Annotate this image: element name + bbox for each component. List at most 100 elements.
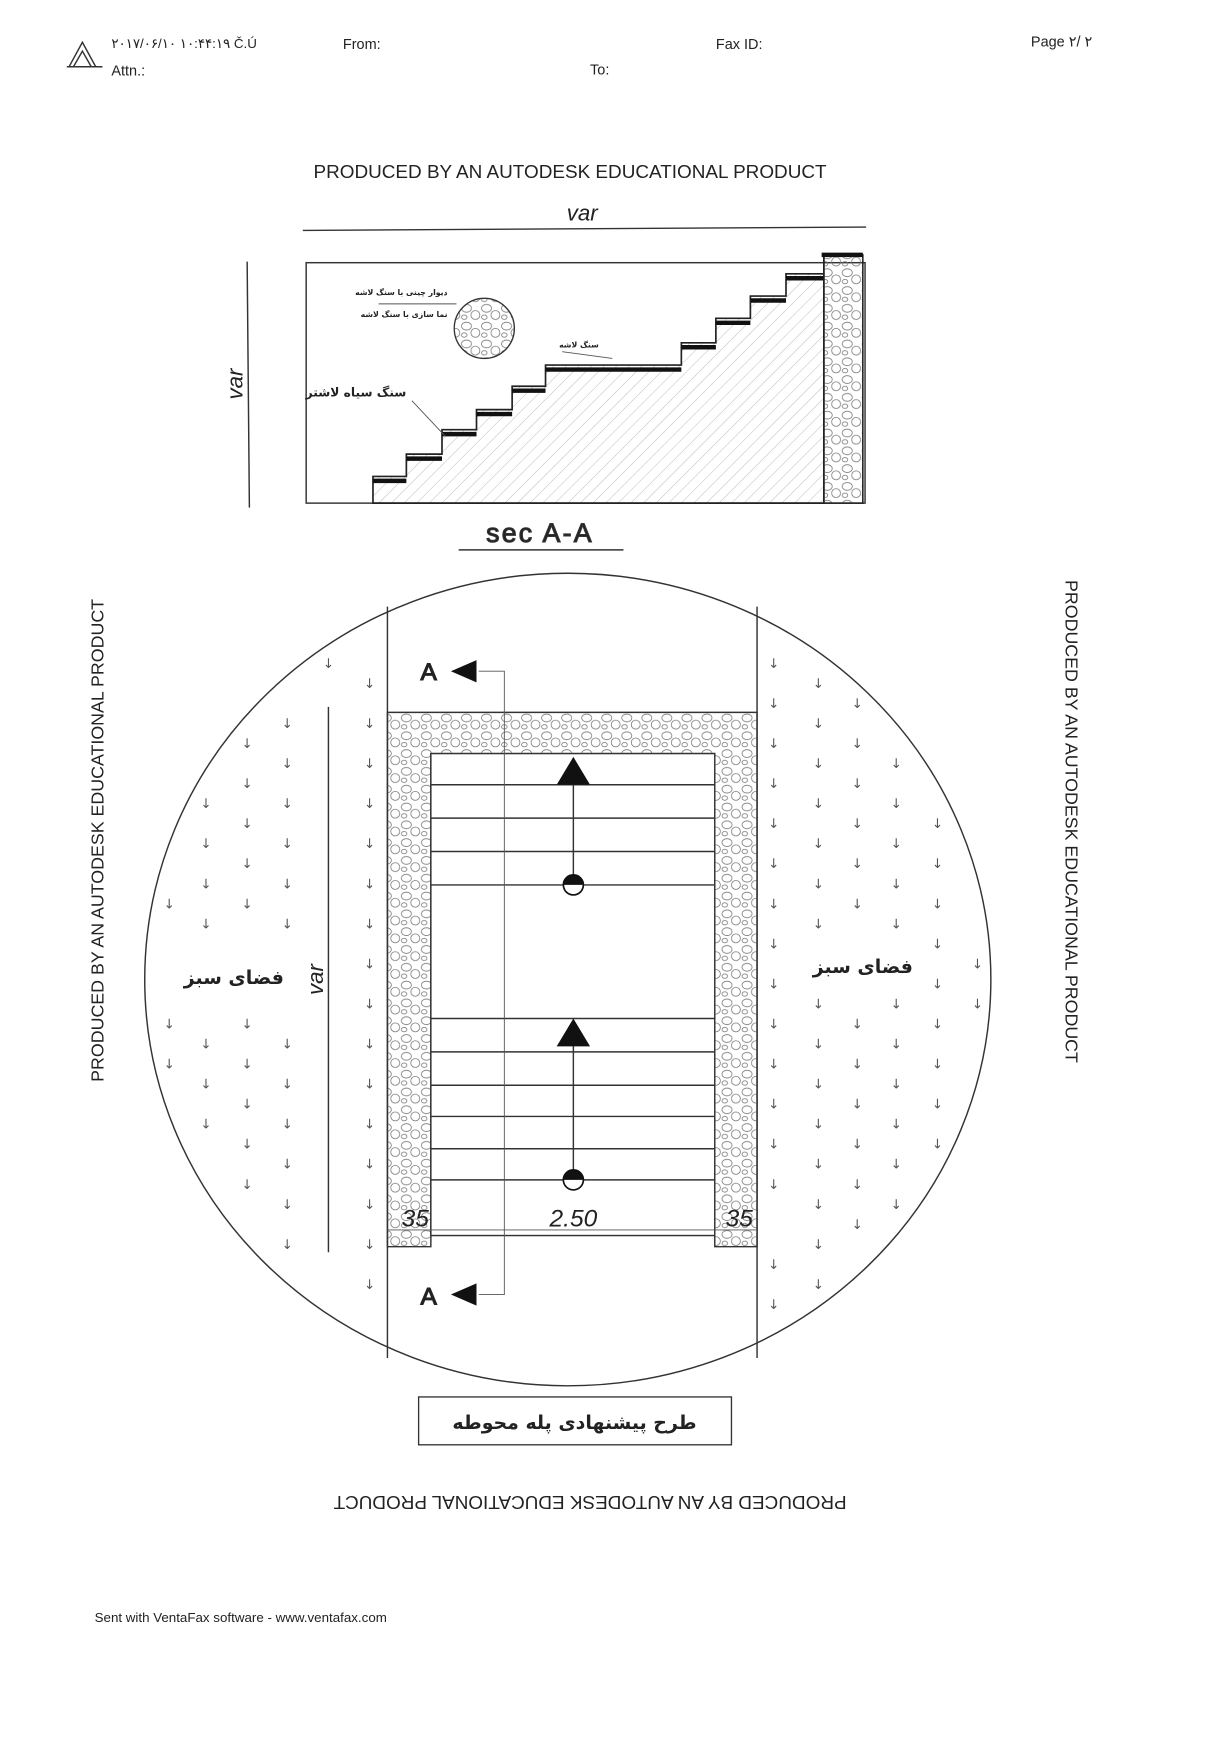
- grass-icon: ↓: [364, 1078, 375, 1093]
- grass-icon: ↓: [242, 897, 253, 912]
- grass-icon: ↓: [364, 1198, 375, 1213]
- label-wall: دیوار چینی با سنگ لاشه: [355, 287, 447, 297]
- grass-icon: ↓: [768, 1098, 779, 1113]
- grass-icon: ↓: [282, 797, 293, 812]
- section-title: sec A-A: [486, 518, 594, 548]
- grass-icon: ↓: [891, 1118, 902, 1133]
- grass-icon: ↓: [364, 677, 375, 692]
- grass-icon: ↓: [200, 877, 211, 892]
- grass-icon: ↓: [891, 1078, 902, 1093]
- fax-logo-icon: [66, 40, 103, 68]
- grass-icon: ↓: [768, 1258, 779, 1273]
- dim-left: 35: [402, 1206, 430, 1233]
- dim-right: 35: [726, 1206, 754, 1233]
- grass-icon: ↓: [813, 1078, 824, 1093]
- grass-icon: ↓: [364, 797, 375, 812]
- footer-sent-with: Sent with VentaFax software - www.ventaf…: [95, 1610, 387, 1625]
- section-marker-bottom: A: [420, 1284, 437, 1311]
- grass-icon: ↓: [813, 997, 824, 1012]
- grass-icon: ↓: [364, 757, 375, 772]
- grass-icon: ↓: [364, 1158, 375, 1173]
- grass-icon: ↓: [282, 1118, 293, 1133]
- grass-icon: ↓: [282, 837, 293, 852]
- fax-timestamp: ۲۰۱۷/۰۶/۱۰ ۱۰:۴۴:۱۹ Č.Ú: [111, 36, 257, 51]
- grass-icon: ↓: [932, 1018, 943, 1033]
- watermark-bottom: PRODUCED BY AN AUTODESK EDUCATIONAL PROD…: [333, 1491, 847, 1512]
- grass-icon: ↓: [852, 737, 863, 752]
- grass-icon: ↓: [282, 1038, 293, 1053]
- fax-id-label: Fax ID:: [716, 37, 763, 53]
- grass-icon: ↓: [932, 857, 943, 872]
- grass-icon: ↓: [282, 757, 293, 772]
- grass-icon: ↓: [164, 897, 175, 912]
- grass-icon: ↓: [891, 917, 902, 932]
- to-label: To:: [590, 63, 609, 79]
- grass-icon: ↓: [282, 1198, 293, 1213]
- grass-icon: ↓: [364, 1238, 375, 1253]
- grass-icon: ↓: [164, 1058, 175, 1073]
- grass-icon: ↓: [852, 817, 863, 832]
- grass-icon: ↓: [852, 857, 863, 872]
- grass-icon: ↓: [852, 897, 863, 912]
- grass-icon: ↓: [768, 1298, 779, 1313]
- grass-icon: ↓: [282, 717, 293, 732]
- plan-length-dim: var: [303, 962, 328, 994]
- grass-icon: ↓: [364, 877, 375, 892]
- grass-icon: ↓: [768, 737, 779, 752]
- grass-icon: ↓: [768, 777, 779, 792]
- grass-icon: ↓: [364, 837, 375, 852]
- green-space-left: فضای سبز: [183, 967, 284, 989]
- grass-icon: ↓: [768, 1018, 779, 1033]
- fax-header: ۲۰۱۷/۰۶/۱۰ ۱۰:۴۴:۱۹ Č.Ú From: Fax ID: Pa…: [66, 35, 1092, 80]
- page-label: Page ۲/ ۲: [1031, 35, 1092, 51]
- grass-icon: ↓: [813, 917, 824, 932]
- grass-icon: ↓: [813, 717, 824, 732]
- section-width-dim: var: [567, 200, 600, 225]
- grass-icon: ↓: [932, 937, 943, 952]
- grass-icon: ↓: [852, 1018, 863, 1033]
- grass-icon: ↓: [768, 937, 779, 952]
- grass-icon: ↓: [891, 757, 902, 772]
- grass-pattern: ↓ ↓ ↓ ↓ ↓ ↓ ↓ ↓ ↓ ↓ ↓ ↓ ↓ ↓ ↓ ↓ ↓ ↓ ↓ ↓ ↓ ↓ ↓ ↓ ↓ ↓ ↓ ↓ ↓ ↓ ↓ ↓ ↓ ↓ ↓ ↓ ↓ ↓ ↓ ↓…: [164, 657, 983, 1313]
- up-arrow-icon: [556, 756, 591, 896]
- grass-icon: ↓: [364, 717, 375, 732]
- grass-icon: ↓: [813, 1158, 824, 1173]
- grass-icon: ↓: [282, 1238, 293, 1253]
- grass-icon: ↓: [852, 1178, 863, 1193]
- grass-icon: ↓: [932, 1138, 943, 1153]
- grass-icon: ↓: [852, 697, 863, 712]
- grass-icon: ↓: [200, 797, 211, 812]
- dim-center: 2.50: [549, 1206, 598, 1233]
- grass-icon: ↓: [768, 897, 779, 912]
- grass-icon: ↓: [200, 837, 211, 852]
- grass-icon: ↓: [813, 877, 824, 892]
- grass-icon: ↓: [852, 1098, 863, 1113]
- grass-icon: ↓: [852, 777, 863, 792]
- grass-icon: ↓: [852, 1138, 863, 1153]
- grass-icon: ↓: [364, 1278, 375, 1293]
- grass-icon: ↓: [932, 977, 943, 992]
- attn-label: Attn.:: [111, 64, 145, 80]
- grass-icon: ↓: [852, 1218, 863, 1233]
- grass-icon: ↓: [242, 1058, 253, 1073]
- grass-icon: ↓: [768, 1138, 779, 1153]
- grass-icon: ↓: [932, 1058, 943, 1073]
- grass-icon: ↓: [323, 657, 334, 672]
- grass-icon: ↓: [813, 1038, 824, 1053]
- grass-icon: ↓: [164, 1018, 175, 1033]
- grass-icon: ↓: [200, 1118, 211, 1133]
- grass-icon: ↓: [768, 977, 779, 992]
- label-black-stone: سنگ سیاه لاشتر: [305, 384, 407, 399]
- plan-title: طرح پیشنهادی پله محوطه: [452, 1412, 696, 1434]
- grass-icon: ↓: [200, 1038, 211, 1053]
- from-label: From:: [343, 37, 381, 53]
- grass-icon: ↓: [242, 777, 253, 792]
- grass-icon: ↓: [891, 1158, 902, 1173]
- grass-icon: ↓: [813, 1118, 824, 1133]
- grass-icon: ↓: [242, 817, 253, 832]
- green-space-right: فضای سبز: [812, 956, 913, 978]
- grass-icon: ↓: [813, 1198, 824, 1213]
- grass-icon: ↓: [813, 1278, 824, 1293]
- watermark-left: PRODUCED BY AN AUTODESK EDUCATIONAL PROD…: [88, 599, 108, 1082]
- grass-icon: ↓: [768, 1178, 779, 1193]
